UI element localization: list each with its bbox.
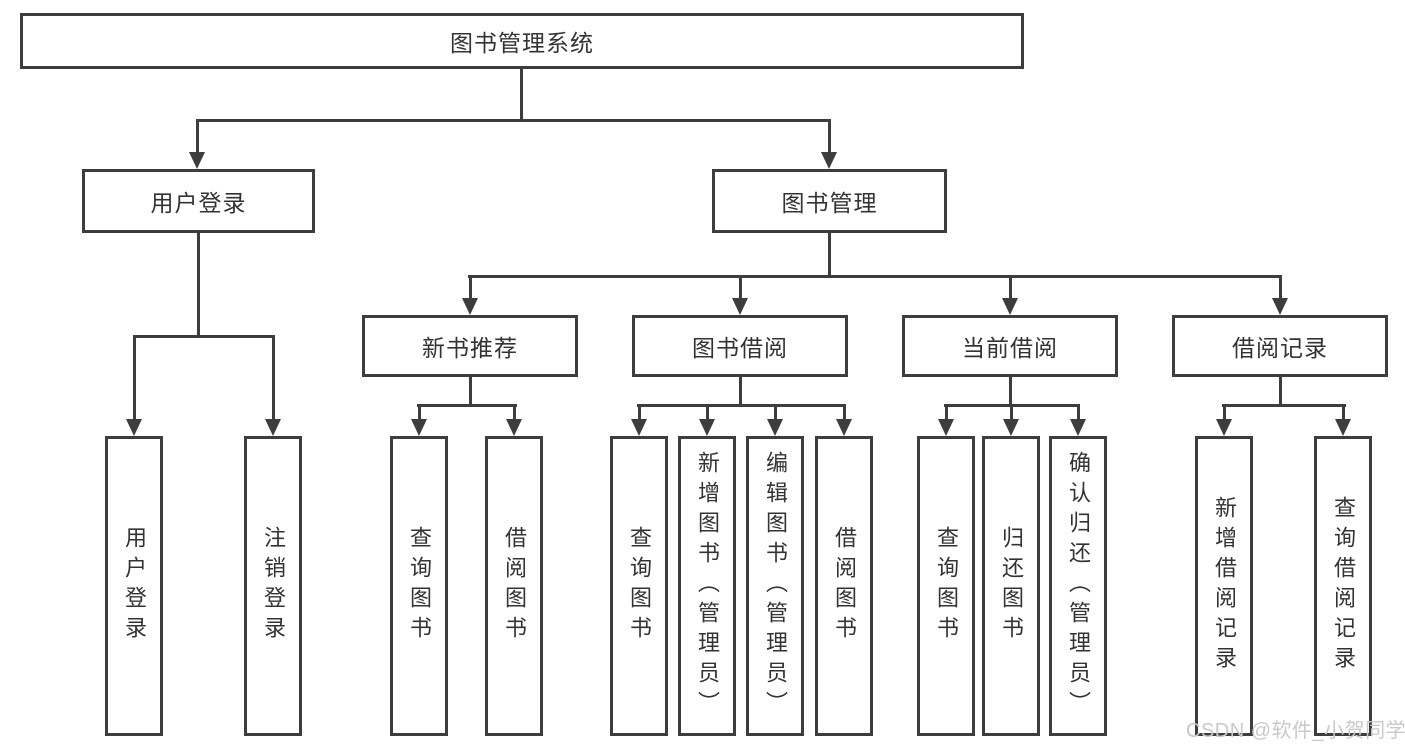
leaf-borrow-edit-book: 编辑图书（管理员） — [746, 436, 804, 736]
arrow-down-icon — [411, 419, 427, 436]
arrow-down-icon — [699, 419, 715, 436]
connector-record-drop-2 — [1342, 404, 1345, 420]
node-root: 图书管理系统 — [20, 13, 1024, 69]
connector-book-management-stem — [828, 233, 831, 278]
connector-root-drop-right — [828, 119, 831, 154]
connector-borrow-drop-2 — [706, 404, 709, 420]
connector-current-drop-1 — [945, 404, 948, 420]
node-current-borrow-label: 当前借阅 — [962, 335, 1058, 361]
arrow-down-icon — [836, 419, 852, 436]
connector-user-login-stem — [197, 233, 200, 337]
connector-user-login-drop-2 — [272, 335, 275, 420]
connector-borrow-drop-1 — [638, 404, 641, 420]
arrow-down-icon — [189, 152, 205, 169]
leaf-recommend-query-book: 查询图书 — [390, 436, 448, 736]
connector-user-login-drop-1 — [133, 335, 136, 420]
leaf-record-add-label: 新增借阅记录 — [1212, 496, 1237, 676]
connector-recommend-drop-1 — [418, 404, 421, 420]
node-root-label: 图书管理系统 — [450, 30, 594, 56]
node-book-borrow-label: 图书借阅 — [692, 335, 788, 361]
leaf-logout-label: 注销登录 — [261, 526, 286, 646]
connector-record-stem — [1279, 377, 1282, 407]
connector-current-stem — [1009, 377, 1012, 407]
arrow-down-icon — [1070, 419, 1086, 436]
connector-book-management-drop-1 — [469, 275, 472, 300]
arrow-down-icon — [126, 419, 142, 436]
node-new-book-recommend: 新书推荐 — [362, 315, 578, 377]
leaf-user-login-label: 用户登录 — [122, 526, 147, 646]
csdn-watermark: CSDN @软件_小贺同学 — [1186, 720, 1405, 742]
connector-borrow-stem — [739, 377, 742, 407]
connector-book-management-drop-3 — [1009, 275, 1012, 300]
leaf-recommend-query-book-label: 查询图书 — [407, 526, 432, 646]
leaf-recommend-borrow-book-label: 借阅图书 — [502, 526, 527, 646]
arrow-down-icon — [821, 152, 837, 169]
connector-book-management-drop-2 — [739, 275, 742, 300]
leaf-current-confirm-return-label: 确认归还（管理员） — [1066, 451, 1091, 721]
leaf-current-return-book: 归还图书 — [982, 436, 1040, 736]
connector-root-bus — [196, 119, 831, 122]
connector-recommend-bus — [417, 404, 517, 407]
leaf-borrow-add-book-label: 新增图书（管理员） — [695, 451, 720, 721]
connector-borrow-drop-4 — [843, 404, 846, 420]
connector-recommend-stem — [469, 377, 472, 407]
arrow-down-icon — [1335, 419, 1351, 436]
leaf-recommend-borrow-book: 借阅图书 — [485, 436, 543, 736]
leaf-record-query: 查询借阅记录 — [1314, 436, 1372, 736]
node-book-management-label: 图书管理 — [781, 190, 878, 216]
leaf-current-query-book: 查询图书 — [917, 436, 975, 736]
leaf-borrow-edit-book-label: 编辑图书（管理员） — [763, 451, 788, 721]
leaf-borrow-query-book: 查询图书 — [610, 436, 668, 736]
leaf-record-query-label: 查询借阅记录 — [1331, 496, 1356, 676]
arrow-down-icon — [732, 298, 748, 315]
connector-user-login-bus — [133, 335, 275, 338]
connector-recommend-drop-2 — [513, 404, 516, 420]
leaf-current-confirm-return: 确认归还（管理员） — [1049, 436, 1107, 736]
connector-borrow-drop-3 — [774, 404, 777, 420]
arrow-down-icon — [938, 419, 954, 436]
node-borrow-record: 借阅记录 — [1172, 315, 1388, 377]
leaf-borrow-add-book: 新增图书（管理员） — [678, 436, 736, 736]
leaf-logout: 注销登录 — [244, 436, 302, 736]
node-user-login-label: 用户登录 — [150, 190, 247, 216]
node-borrow-record-label: 借阅记录 — [1232, 335, 1328, 361]
leaf-user-login: 用户登录 — [105, 436, 163, 736]
connector-book-management-bus — [468, 275, 1282, 278]
node-new-book-recommend-label: 新书推荐 — [422, 335, 518, 361]
arrow-down-icon — [265, 419, 281, 436]
connector-root-drop-left — [196, 119, 199, 154]
node-user-login: 用户登录 — [82, 169, 315, 233]
arrow-down-icon — [1216, 419, 1232, 436]
connector-current-drop-3 — [1077, 404, 1080, 420]
node-book-management: 图书管理 — [712, 169, 947, 233]
leaf-current-return-book-label: 归还图书 — [999, 526, 1024, 646]
leaf-borrow-borrow-book: 借阅图书 — [815, 436, 873, 736]
node-book-borrow: 图书借阅 — [632, 315, 848, 377]
connector-current-drop-2 — [1010, 404, 1013, 420]
connector-record-bus — [1222, 404, 1346, 407]
leaf-current-query-book-label: 查询图书 — [934, 526, 959, 646]
leaf-borrow-query-book-label: 查询图书 — [627, 526, 652, 646]
arrow-down-icon — [1003, 419, 1019, 436]
node-current-borrow: 当前借阅 — [902, 315, 1118, 377]
arrow-down-icon — [1002, 298, 1018, 315]
arrow-down-icon — [631, 419, 647, 436]
leaf-borrow-borrow-book-label: 借阅图书 — [832, 526, 857, 646]
connector-borrow-bus — [637, 404, 846, 407]
connector-book-management-drop-4 — [1279, 275, 1282, 300]
connector-root-stem — [520, 69, 523, 122]
leaf-record-add: 新增借阅记录 — [1195, 436, 1253, 736]
connector-record-drop-1 — [1223, 404, 1226, 420]
arrow-down-icon — [1272, 298, 1288, 315]
arrow-down-icon — [462, 298, 478, 315]
arrow-down-icon — [506, 419, 522, 436]
arrow-down-icon — [767, 419, 783, 436]
